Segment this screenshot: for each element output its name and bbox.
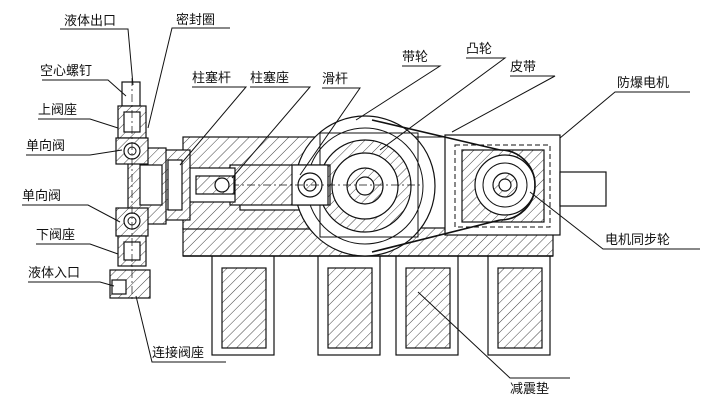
label-slide-rod: 滑杆: [322, 72, 348, 87]
label-motor-sync-wheel: 电机同步轮: [605, 233, 670, 248]
label-connecting-valve-seat: 连接阀座: [152, 345, 204, 361]
belt: [371, 119, 536, 253]
label-pulley: 带轮: [402, 50, 428, 65]
damping-pad-4: [487, 254, 551, 356]
label-seal-ring: 密封圈: [176, 12, 215, 28]
label-check-valve-lower: 单向阀: [22, 188, 61, 204]
pulley-cam-assembly: [294, 115, 436, 257]
label-hollow-screw: 空心螺钉: [40, 64, 92, 79]
damping-pad-2: [317, 254, 381, 356]
label-explosion-proof-motor: 防爆电机: [617, 75, 669, 91]
label-check-valve-upper: 单向阀: [26, 138, 65, 154]
explosion-proof-motor-body: [444, 134, 607, 236]
upper-valve-column: [115, 81, 149, 165]
damping-pad-1: [211, 254, 275, 356]
label-liquid-inlet: 液体入口: [28, 266, 80, 281]
label-lower-valve-seat: 下阀座: [36, 228, 75, 243]
label-liquid-outlet: 液体出口: [64, 14, 116, 29]
label-upper-valve-seat: 上阀座: [38, 103, 77, 118]
label-damping-pad: 减震垫: [510, 381, 549, 397]
slide-rod: [183, 164, 420, 206]
leader-lines: [22, 27, 700, 379]
label-plunger-rod: 柱塞杆: [192, 70, 231, 86]
damping-pad-3: [395, 254, 459, 356]
label-cam: 凸轮: [466, 42, 492, 57]
label-belt: 皮带: [510, 60, 536, 75]
label-plunger-seat: 柱塞座: [250, 70, 289, 86]
